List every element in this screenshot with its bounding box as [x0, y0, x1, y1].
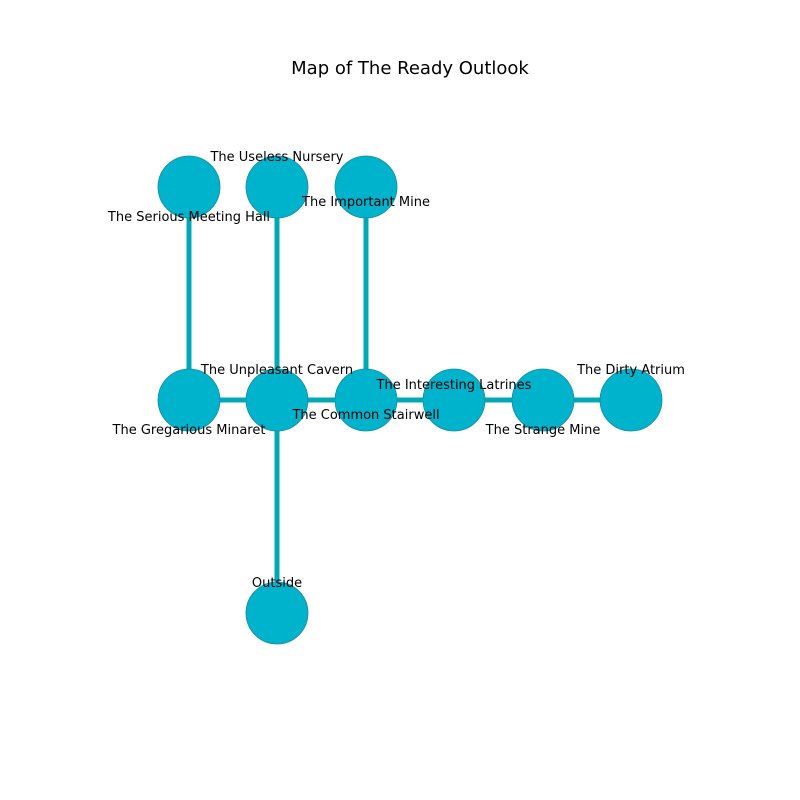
- node-common-stairwell: [334, 368, 398, 432]
- nodes-layer: [157, 155, 663, 645]
- map-title: Map of The Ready Outlook: [291, 58, 529, 79]
- node-useless-nursery: [245, 155, 309, 219]
- label-serious-meeting-hall: The Serious Meeting Hall: [107, 210, 270, 225]
- label-dirty-atrium: The Dirty Atrium: [576, 363, 685, 378]
- label-unpleasant-cavern: The Unpleasant Cavern: [200, 363, 353, 378]
- label-interesting-latrines: The Interesting Latrines: [376, 378, 532, 393]
- label-outside: Outside: [252, 576, 302, 591]
- node-interesting-latrines: [422, 368, 486, 432]
- node-unpleasant-cavern: [245, 368, 309, 432]
- label-useless-nursery: The Useless Nursery: [209, 150, 343, 165]
- node-serious-meeting-hall: [157, 155, 221, 219]
- label-strange-mine: The Strange Mine: [485, 423, 601, 438]
- label-important-mine: The Important Mine: [301, 195, 430, 210]
- node-strange-mine: [511, 368, 575, 432]
- node-gregarious-minaret: [157, 368, 221, 432]
- labels-layer: The Serious Meeting Hall The Useless Nurs…: [107, 150, 685, 591]
- label-gregarious-minaret: The Gregarious Minaret: [112, 423, 266, 438]
- label-common-stairwell: The Common Stairwell: [291, 408, 439, 423]
- node-important-mine: [334, 155, 398, 219]
- node-outside: [245, 581, 309, 645]
- node-dirty-atrium: [599, 368, 663, 432]
